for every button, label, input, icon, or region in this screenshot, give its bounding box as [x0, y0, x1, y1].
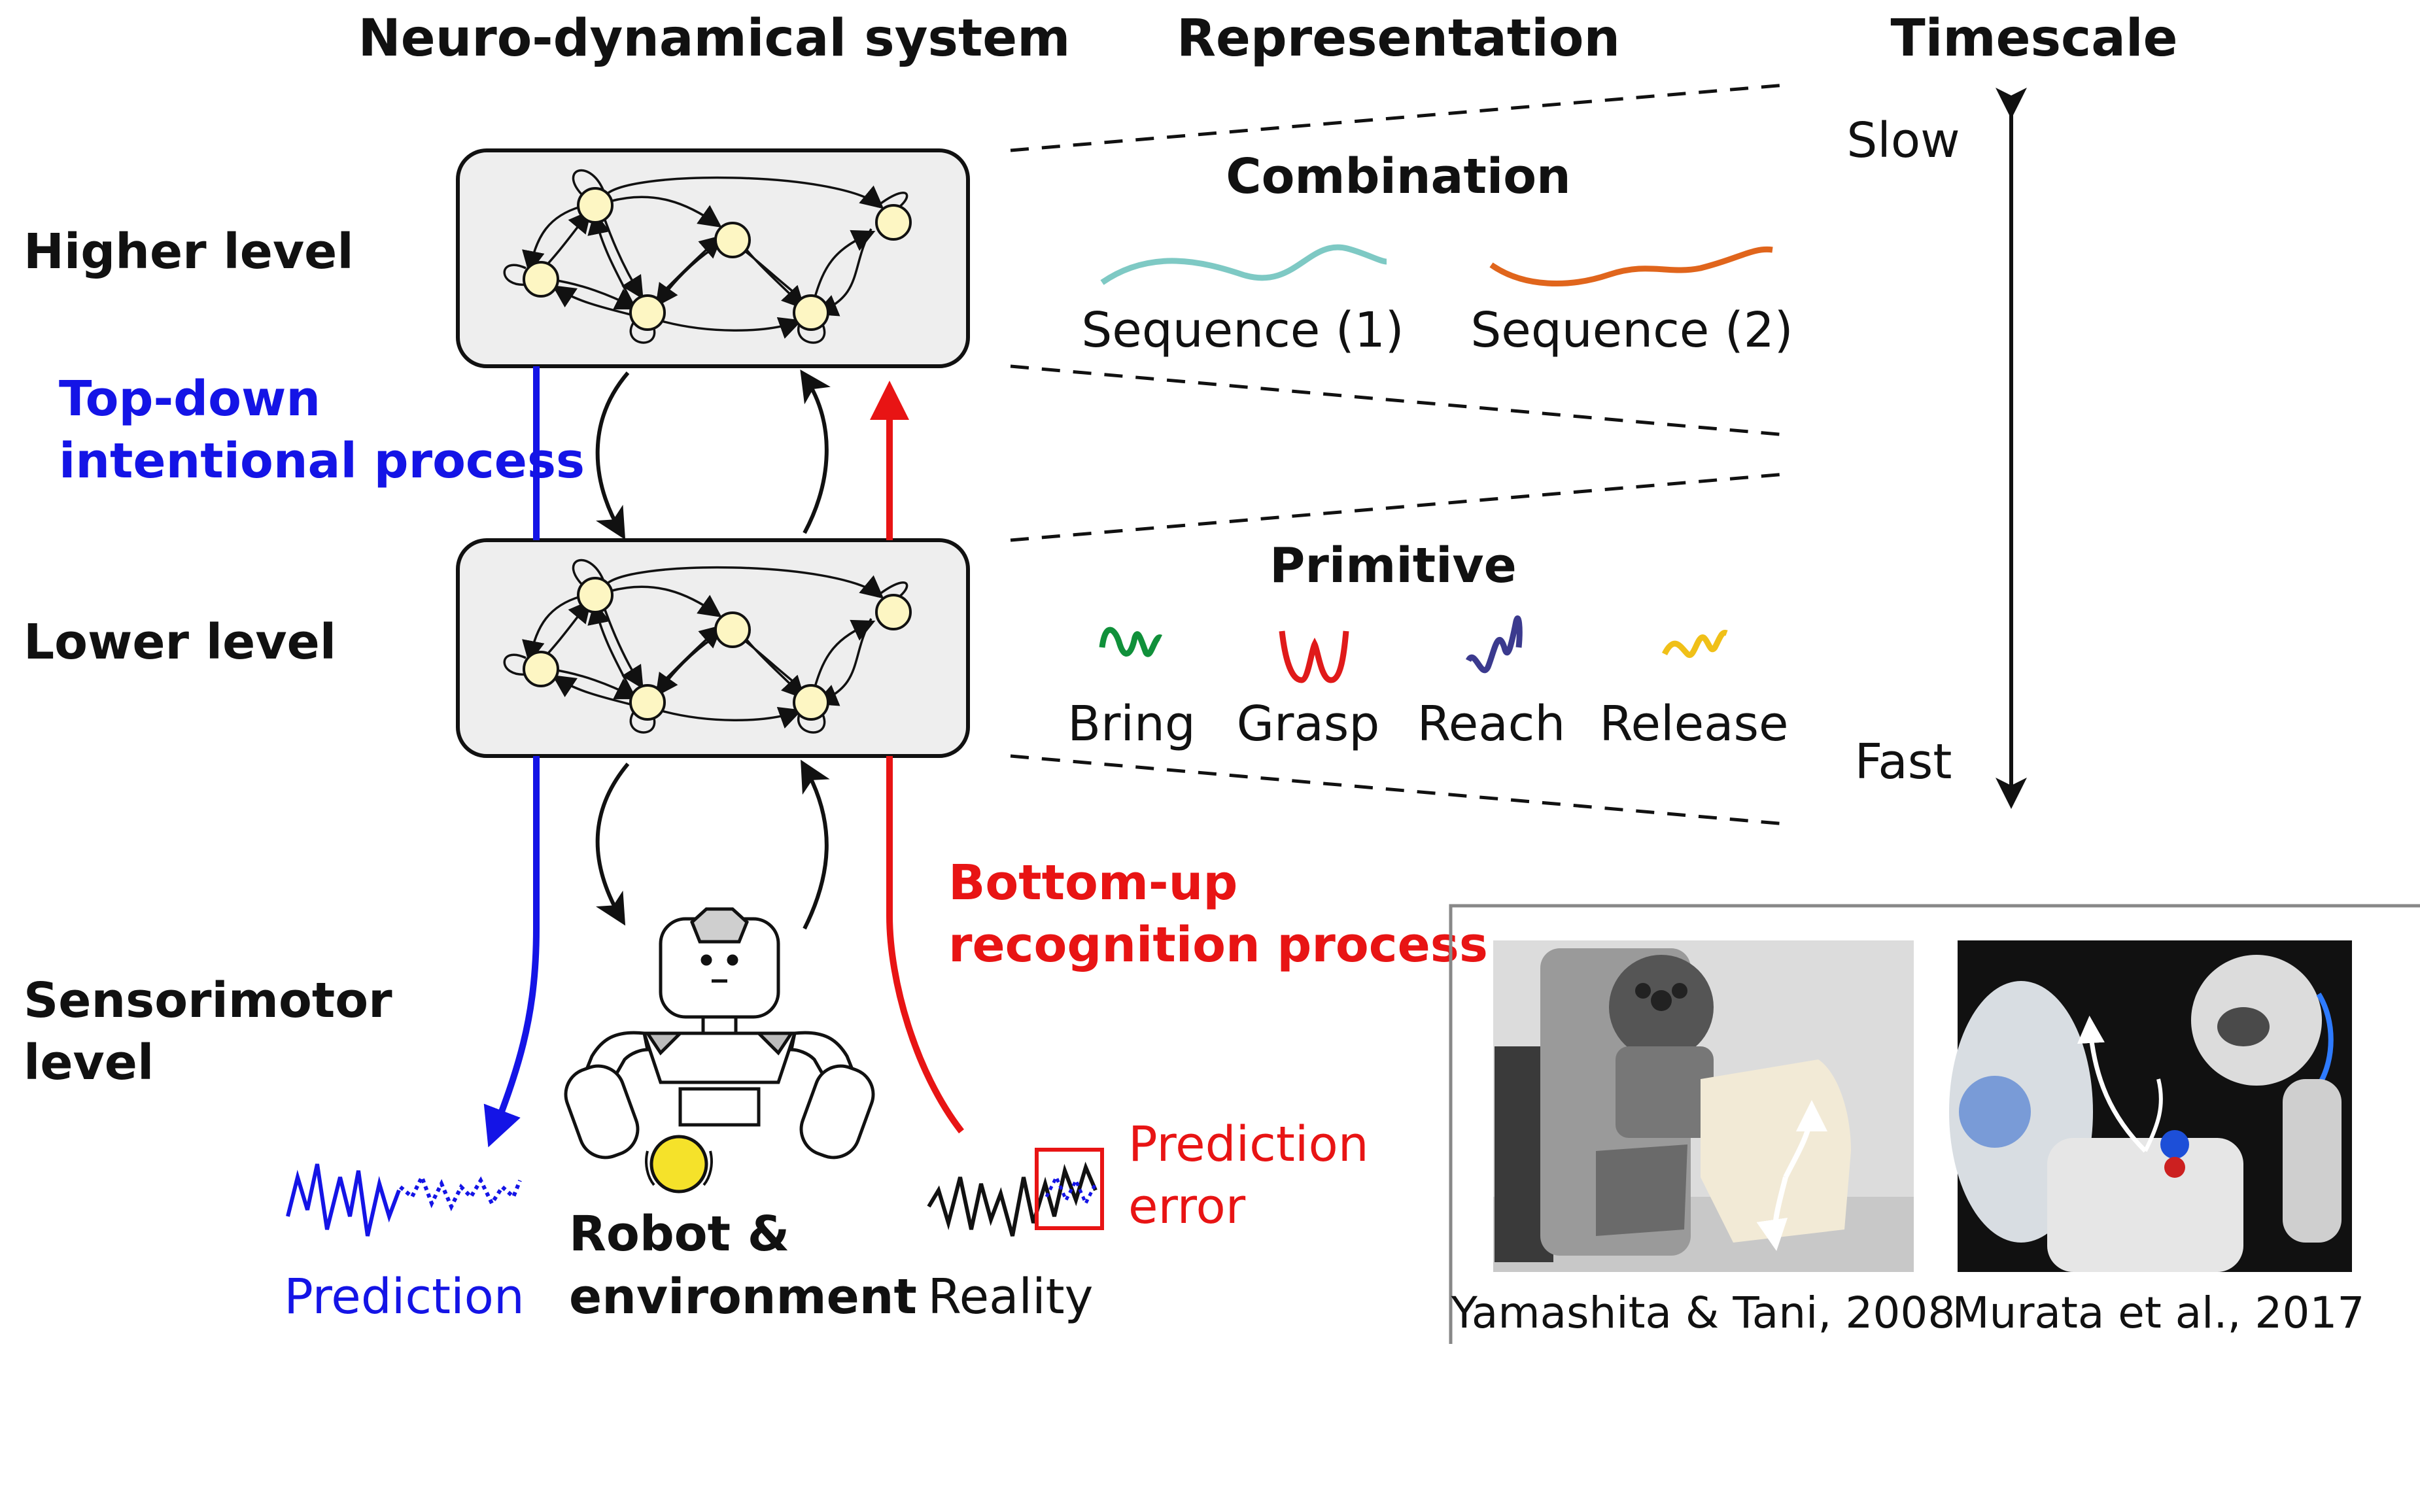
label-topdown-line2: intentional process [59, 433, 585, 489]
header-representation: Representation [1177, 9, 1620, 68]
reality-wave [927, 1161, 1098, 1237]
prediction-label: Prediction [284, 1269, 525, 1325]
bring-wave [1099, 627, 1162, 657]
timescale-fast: Fast [1855, 734, 1952, 790]
reach-wave [1465, 615, 1523, 674]
robot-environment-line1: Robot & [569, 1206, 789, 1262]
ball-motion-mark-right [702, 1150, 713, 1186]
sequence1-label: Sequence (1) [1081, 302, 1404, 358]
label-higher-level: Higher level [24, 224, 354, 280]
grasp-wave [1279, 630, 1349, 683]
robot-illustration [564, 907, 875, 1160]
photo-yamashita-tani [1493, 940, 1914, 1272]
reality-prediction-overlay [1045, 1173, 1098, 1207]
release-wave [1661, 630, 1728, 659]
ball-motion-mark-left [645, 1150, 655, 1186]
prediction-error-line2: error [1128, 1178, 1246, 1235]
topdown-arrow-to-prediction [483, 756, 540, 1148]
reach-label: Reach [1417, 696, 1566, 752]
arrow-lower-to-higher [800, 369, 831, 534]
prediction-error-line1: Prediction [1128, 1116, 1369, 1173]
bottomup-line-lower [886, 756, 964, 1134]
sequence2-label: Sequence (2) [1470, 302, 1793, 358]
ball [649, 1135, 708, 1194]
header-neuro-dynamical-system: Neuro-dynamical system [358, 9, 1071, 68]
label-sensorimotor-line2: level [24, 1035, 154, 1091]
primitive-title: Primitive [1270, 538, 1517, 594]
timescale-slow: Slow [1846, 112, 1960, 169]
prediction-wave-dotted [399, 1172, 522, 1212]
combination-title: Combination [1226, 148, 1570, 205]
photo1-caption: Yamashita & Tani, 2008 [1451, 1288, 1956, 1338]
label-bottomup-line2: recognition process [948, 917, 1488, 973]
label-lower-level: Lower level [24, 614, 336, 670]
header-timescale: Timescale [1890, 9, 2177, 68]
label-topdown-line1: Top-down [59, 371, 320, 427]
bring-label: Bring [1067, 696, 1196, 752]
label-bottomup-line1: Bottom-up [948, 855, 1237, 911]
photo-murata [1949, 940, 2352, 1272]
arrow-robot-to-lower [801, 759, 830, 930]
lower-level-network [458, 540, 968, 756]
prediction-wave-solid [286, 1163, 401, 1237]
photo2-caption: Murata et al., 2017 [1952, 1288, 2365, 1338]
prediction-error-box [1035, 1148, 1104, 1230]
sequence1-curve [1100, 244, 1387, 285]
grasp-label: Grasp [1237, 696, 1380, 752]
release-label: Release [1599, 696, 1788, 752]
photo-panel-frame [1449, 904, 2420, 1344]
arrow-lower-to-robot [595, 763, 630, 926]
label-sensorimotor-line1: Sensorimotor [24, 972, 392, 1029]
higher-level-network [458, 150, 968, 366]
arrow-higher-to-lower [595, 371, 630, 540]
robot-environment-line2: environment [569, 1269, 917, 1325]
dashed-projection-lines [1010, 83, 1786, 826]
reality-label: Reality [928, 1269, 1094, 1325]
sequence2-curve [1489, 246, 1773, 287]
